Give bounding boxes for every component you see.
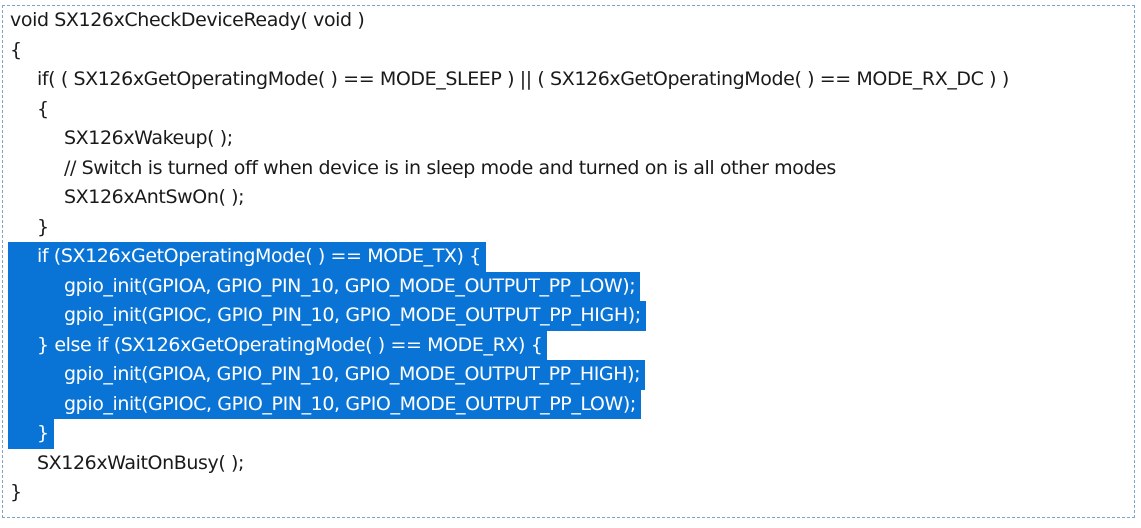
code-line-text: gpio_init(GPIOA, GPIO_PIN_10, GPIO_MODE_…	[64, 363, 641, 385]
code-line-text: }	[37, 422, 49, 444]
code-line-text: SX126xWaitOnBusy( );	[37, 451, 245, 474]
code-line-selected[interactable]: } else if (SX126xGetOperatingMode( ) == …	[8, 330, 1135, 360]
selection-highlight: if (SX126xGetOperatingMode( ) == MODE_TX…	[8, 242, 486, 272]
code-line-selected[interactable]: if (SX126xGetOperatingMode( ) == MODE_TX…	[8, 242, 1135, 272]
selection-highlight: gpio_init(GPIOA, GPIO_PIN_10, GPIO_MODE_…	[8, 271, 641, 301]
code-line-text: {	[10, 38, 22, 61]
code-line-text: if (SX126xGetOperatingMode( ) == MODE_TX…	[37, 245, 481, 267]
selection-highlight: gpio_init(GPIOA, GPIO_PIN_10, GPIO_MODE_…	[8, 360, 646, 390]
code-line-text: }	[10, 481, 22, 503]
code-line[interactable]: {	[10, 36, 1135, 66]
code-line-text: gpio_init(GPIOC, GPIO_PIN_10, GPIO_MODE_…	[64, 392, 636, 415]
code-line-text: gpio_init(GPIOC, GPIO_PIN_10, GPIO_MODE_…	[64, 304, 641, 326]
code-line[interactable]: void SX126xCheckDeviceReady( void )	[10, 6, 1135, 36]
code-line[interactable]: // Switch is turned off when device is i…	[10, 154, 1135, 184]
selection-highlight: }	[8, 419, 54, 449]
code-frame	[2, 5, 1135, 518]
code-line-text: gpio_init(GPIOA, GPIO_PIN_10, GPIO_MODE_…	[64, 274, 636, 297]
code-line-text: void SX126xCheckDeviceReady( void )	[10, 9, 365, 31]
code-block[interactable]: void SX126xCheckDeviceReady( void ) { if( …	[8, 6, 1135, 508]
code-line-text: } else if (SX126xGetOperatingMode( ) == …	[37, 333, 543, 356]
selection-highlight: gpio_init(GPIOC, GPIO_PIN_10, GPIO_MODE_…	[8, 301, 646, 331]
code-line-selected[interactable]: gpio_init(GPIOA, GPIO_PIN_10, GPIO_MODE_…	[8, 360, 1135, 390]
code-line[interactable]: if( ( SX126xGetOperatingMode( ) == MODE_…	[10, 65, 1135, 95]
selection-highlight: gpio_init(GPIOC, GPIO_PIN_10, GPIO_MODE_…	[8, 389, 641, 419]
code-line[interactable]: }	[10, 213, 1135, 243]
code-line-text: if( ( SX126xGetOperatingMode( ) == MODE_…	[37, 68, 1009, 90]
code-line[interactable]: SX126xAntSwOn( );	[10, 183, 1135, 213]
code-line-text: SX126xWakeup( );	[64, 127, 233, 149]
code-line-text: }	[37, 215, 49, 238]
code-line-selected[interactable]: gpio_init(GPIOA, GPIO_PIN_10, GPIO_MODE_…	[8, 271, 1135, 301]
code-line-text: {	[37, 97, 49, 120]
code-line-selected[interactable]: gpio_init(GPIOC, GPIO_PIN_10, GPIO_MODE_…	[8, 301, 1135, 331]
code-line-text: SX126xAntSwOn( );	[64, 186, 245, 208]
code-line[interactable]: {	[10, 95, 1135, 125]
selection-highlight: } else if (SX126xGetOperatingMode( ) == …	[8, 330, 548, 360]
code-line-selected[interactable]: }	[8, 419, 1135, 449]
code-line[interactable]: SX126xWakeup( );	[10, 124, 1135, 154]
code-line[interactable]: SX126xWaitOnBusy( );	[10, 449, 1135, 479]
code-line-text: // Switch is turned off when device is i…	[64, 156, 836, 179]
code-line-selected[interactable]: gpio_init(GPIOC, GPIO_PIN_10, GPIO_MODE_…	[8, 389, 1135, 419]
code-line[interactable]: }	[10, 478, 1135, 508]
